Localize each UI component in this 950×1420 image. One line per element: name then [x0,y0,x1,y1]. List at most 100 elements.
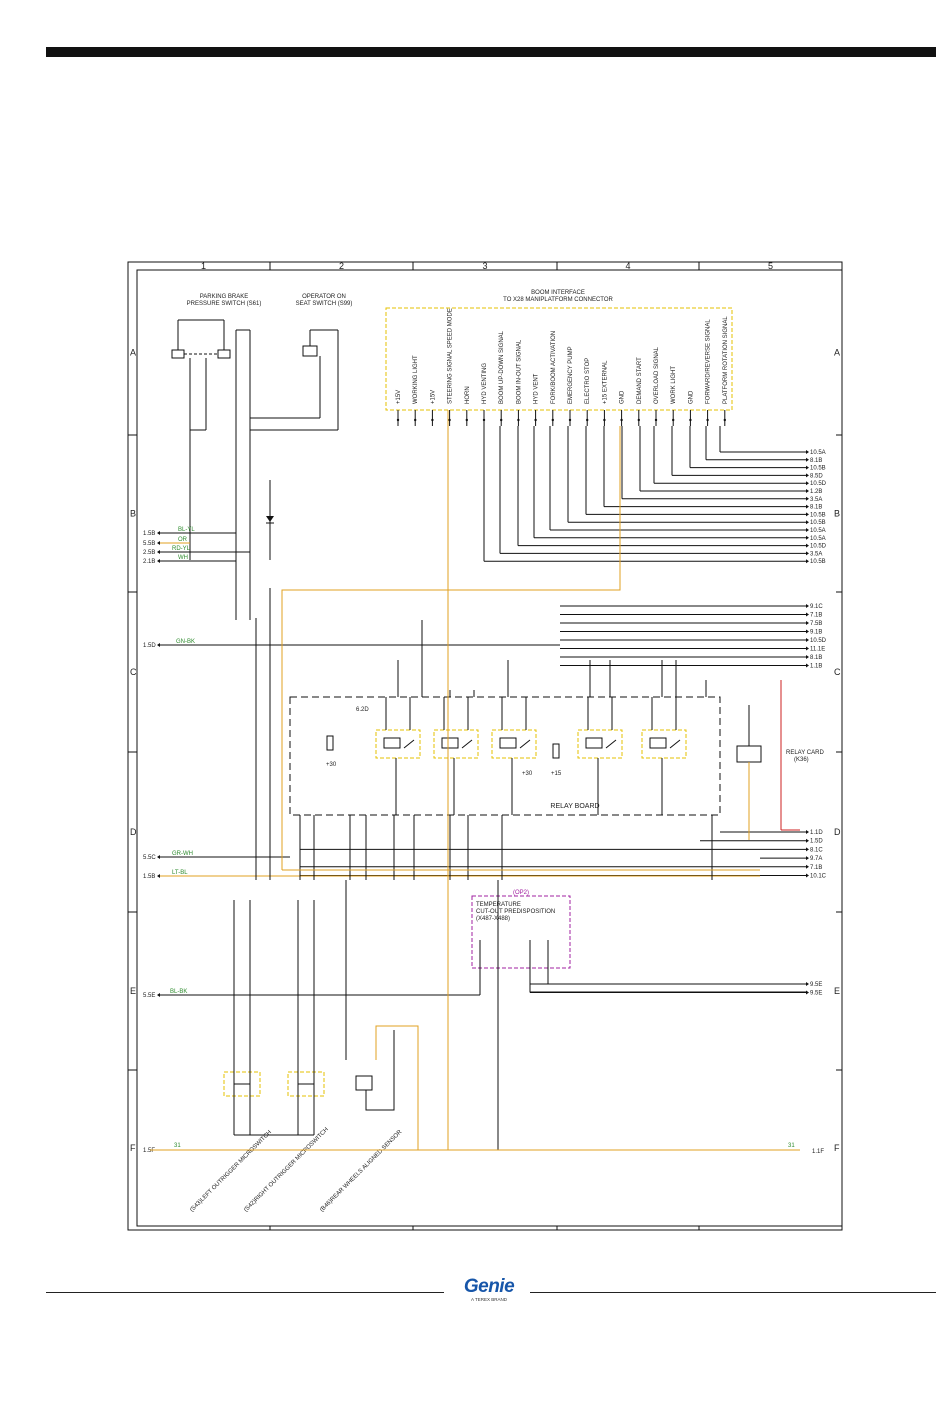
boom-signal-label: BOOM IN-OUT SIGNAL [516,339,522,404]
sensor-wire-yellow [375,1025,419,1150]
wire-code: RD-YL [172,546,191,552]
boom-signal-label: +15V [396,390,402,404]
right-ref: 10.1C [810,874,827,880]
left-arrow [157,855,160,859]
ground-ref: 1.1F [812,1149,824,1155]
row-label-left: A [130,348,136,358]
relay-board-out-ref: 6.2D [356,707,369,713]
sensor-wire [365,1030,395,1111]
wire-code: WH [178,555,188,561]
right-ref: 11.1E [810,647,825,653]
column-label: 4 [625,261,630,271]
left-arrow [157,541,160,545]
right-ref: 9.5E [810,982,822,988]
ref-arrow [806,856,809,861]
right-ref: 1.1D [810,830,823,836]
row-label-right: C [834,667,841,677]
pin-dot [654,418,658,422]
right-ref: 10.5B [810,520,826,526]
left-ref: 5.5C [143,855,156,861]
frame-inner [136,269,843,1227]
plus30-label-1: +30 [326,762,337,768]
boom-signal-label: DEMAND START [637,357,643,404]
left-arrow [157,559,160,563]
fuse [326,735,334,751]
ref-arrow [806,559,809,564]
ref-arrow [806,663,809,668]
temp-title-3: (X487-X488) [476,916,510,922]
ref-arrow [806,873,809,878]
plus30-label-2: +30 [522,771,533,777]
outrigger-microswitch [223,1071,261,1097]
ref-arrow [806,543,809,548]
boom-signal-label: HYD VENTING [482,363,488,404]
ref-arrow [806,481,809,486]
ref-arrow [806,629,809,634]
boom-interface-title-2: TO X28 MANIPLATFORM CONNECTOR [503,297,613,303]
pin-dot [723,418,726,422]
pin-dot [448,418,451,422]
ref-arrow [806,638,809,642]
right-ref: 10.5B [810,559,826,565]
left-ref: 1.5B [143,531,155,537]
left-ref: 2.1B [143,559,155,565]
column-label: 3 [482,261,487,271]
seat-switch-title-2: SEAT SWITCH (S99) [296,301,353,307]
relay-card-k36 [736,680,800,840]
right-ref: 1.1B [810,664,822,670]
ground-code-left: 31 [174,1143,181,1149]
left-arrow [157,550,160,554]
right-ref: 10.5D [810,544,827,550]
right-ref: 9.1B [810,630,822,636]
relay-module [433,729,479,759]
boom-wires [396,410,726,426]
footer-line-left [46,1292,444,1293]
relays [255,426,760,880]
seat-switch-title-1: OPERATOR ON [302,294,346,300]
genie-logo: Genie A TEREX BRAND [452,1277,526,1303]
logo-tagline: A TEREX BRAND [471,1297,507,1302]
row-label-right: D [834,827,841,837]
pin-dot [706,418,709,422]
pin-dot [517,418,520,422]
relay-coil [383,737,401,749]
relay-module [641,729,687,759]
ref-arrow [806,621,809,625]
frame-grid [128,262,842,1230]
left-references: 1.5B5.5B2.5B2.1B1.5D5.5C1.5B5.5E1.5FBL-Y… [143,527,760,1154]
boom-signal-label: EMERGENCY PUMP [568,346,574,404]
wire-code: LT-BL [172,870,188,876]
relay-coil [441,737,459,749]
right-ref: 7.5B [810,621,822,627]
left-ref: 2.5B [143,550,155,556]
ref-arrow [806,612,809,617]
pin-dot [500,418,503,422]
row-label-right: E [834,986,840,996]
relay-card-label-2: (K36) [794,757,809,763]
right-ref: 8.1B [810,505,822,511]
wire-code: BL-BK [170,989,187,995]
ref-arrow [806,457,809,462]
relay-board-box [289,696,721,816]
boom-signal-label: FORWARD/REVERSE SIGNAL [706,319,712,404]
boom-signal-label: GND [620,390,626,404]
footer-line-right [530,1292,936,1293]
parking-brake-title-2: PRESSURE SWITCH (S61) [187,301,262,307]
pin-dot [586,418,589,422]
ref-arrow [806,864,809,869]
ref-arrow [806,847,809,852]
right-ref: 3.5A [810,551,822,557]
relay-module [491,729,537,759]
ref-arrow [806,655,809,659]
right-ref: 10.5D [810,638,827,644]
frame-outer [127,261,843,1231]
left-ref: 1.5B [143,874,155,880]
left-ref: 5.5B [143,541,155,547]
temperature-box [471,895,571,969]
relay-contact [519,739,531,749]
header-bar [46,47,936,57]
pin-dot [672,418,675,422]
